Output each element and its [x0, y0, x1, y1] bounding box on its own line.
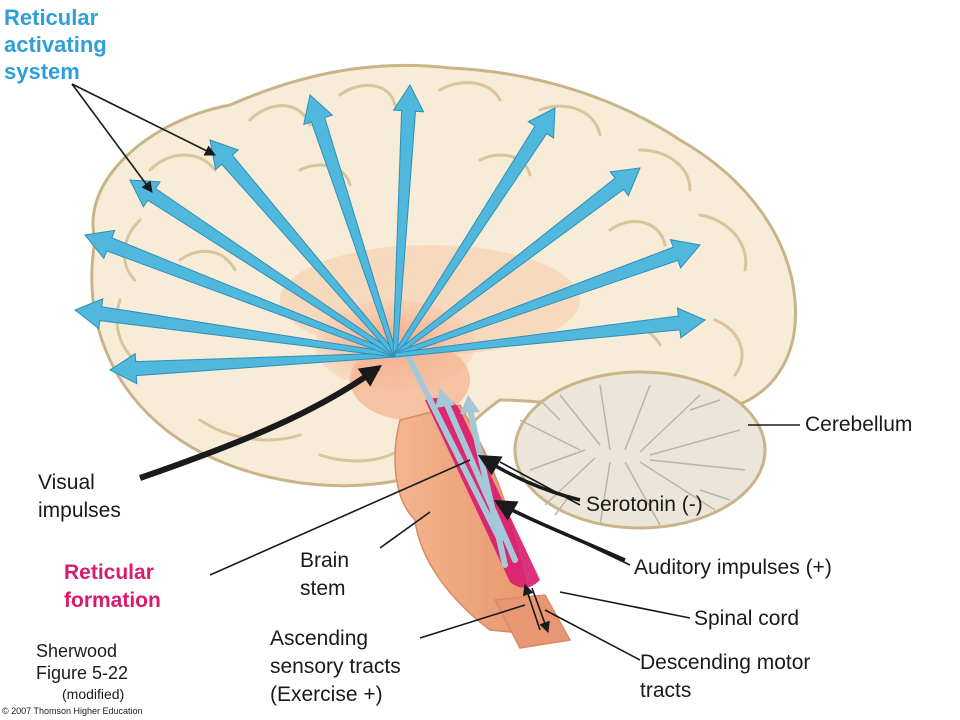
label-ras-line2: activating [4, 32, 107, 57]
label-ascending-line3: (Exercise +) [270, 683, 383, 706]
ras-arrow [393, 239, 701, 358]
ras-arrow [394, 307, 706, 358]
ras-arrow [303, 94, 398, 357]
auditory-arrow-head [494, 500, 519, 521]
copyright-text: © 2007 Thomson Higher Education [2, 706, 143, 716]
stem-ascending-lines [402, 347, 518, 568]
label-auditory: Auditory impulses (+) [634, 556, 832, 579]
label-brainstem-line1: Brain [300, 549, 350, 572]
label-visual-line2: impulses [38, 499, 121, 522]
input-arrows [139, 365, 626, 562]
label-visual-line1: Visual [38, 471, 95, 494]
label-ascending-line2: sensory tracts [270, 655, 401, 678]
label-rf-line2: formation [64, 589, 161, 612]
ras-arrows [74, 83, 706, 385]
ras-arrow [108, 352, 396, 385]
label-cerebellum: Cerebellum [805, 413, 913, 436]
cerebrum-folds [115, 81, 748, 463]
label-rf-line1: Reticular [64, 561, 154, 584]
label-ascending-line1: Ascending [270, 627, 369, 650]
credit-line2: Figure 5-22 [36, 663, 129, 683]
label-serotonin: Serotonin (-) [586, 493, 703, 516]
label-brainstem-line2: stem [300, 577, 346, 600]
ras-arrow [393, 167, 641, 358]
visual-arrow [139, 365, 380, 481]
label-descending-line2: tracts [640, 679, 692, 702]
ras-arrow [74, 298, 396, 358]
label-descending-line1: Descending motor [640, 651, 811, 674]
ras-arrow [392, 83, 425, 356]
credit-line1: Sherwood [36, 641, 118, 661]
ras-arrow [392, 107, 556, 357]
label-spinal-cord: Spinal cord [694, 607, 800, 630]
serotonin-arrow-head [478, 455, 503, 476]
ras-arrow [129, 179, 397, 358]
cerebellum [513, 370, 767, 530]
ras-arrow [84, 229, 397, 358]
credit-line3: (modified) [62, 686, 125, 702]
label-ras-line3: system [4, 59, 80, 84]
leader-lines [71, 83, 800, 661]
label-ras-line1: Reticular [4, 5, 99, 30]
visual-arrow-head [357, 365, 382, 387]
spinal-cord [493, 594, 572, 649]
